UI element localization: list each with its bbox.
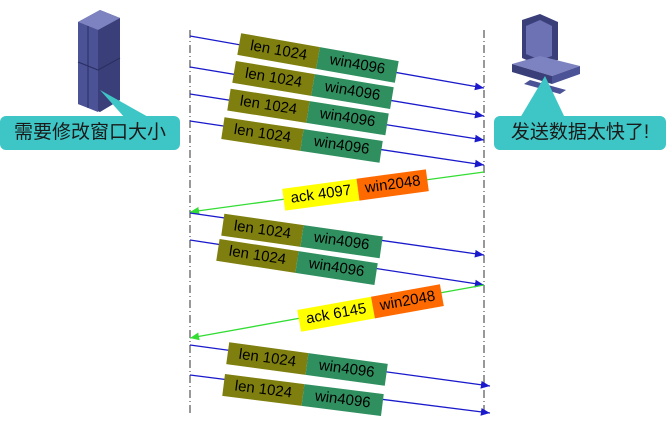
right-callout: 发送数据太快了! bbox=[494, 116, 666, 150]
server-icon bbox=[77, 10, 121, 112]
left-callout: 需要修改窗口大小 bbox=[0, 116, 180, 150]
computer-icon bbox=[512, 14, 580, 94]
left-callout-pointer bbox=[100, 90, 150, 118]
right-callout-pointer bbox=[520, 76, 565, 118]
